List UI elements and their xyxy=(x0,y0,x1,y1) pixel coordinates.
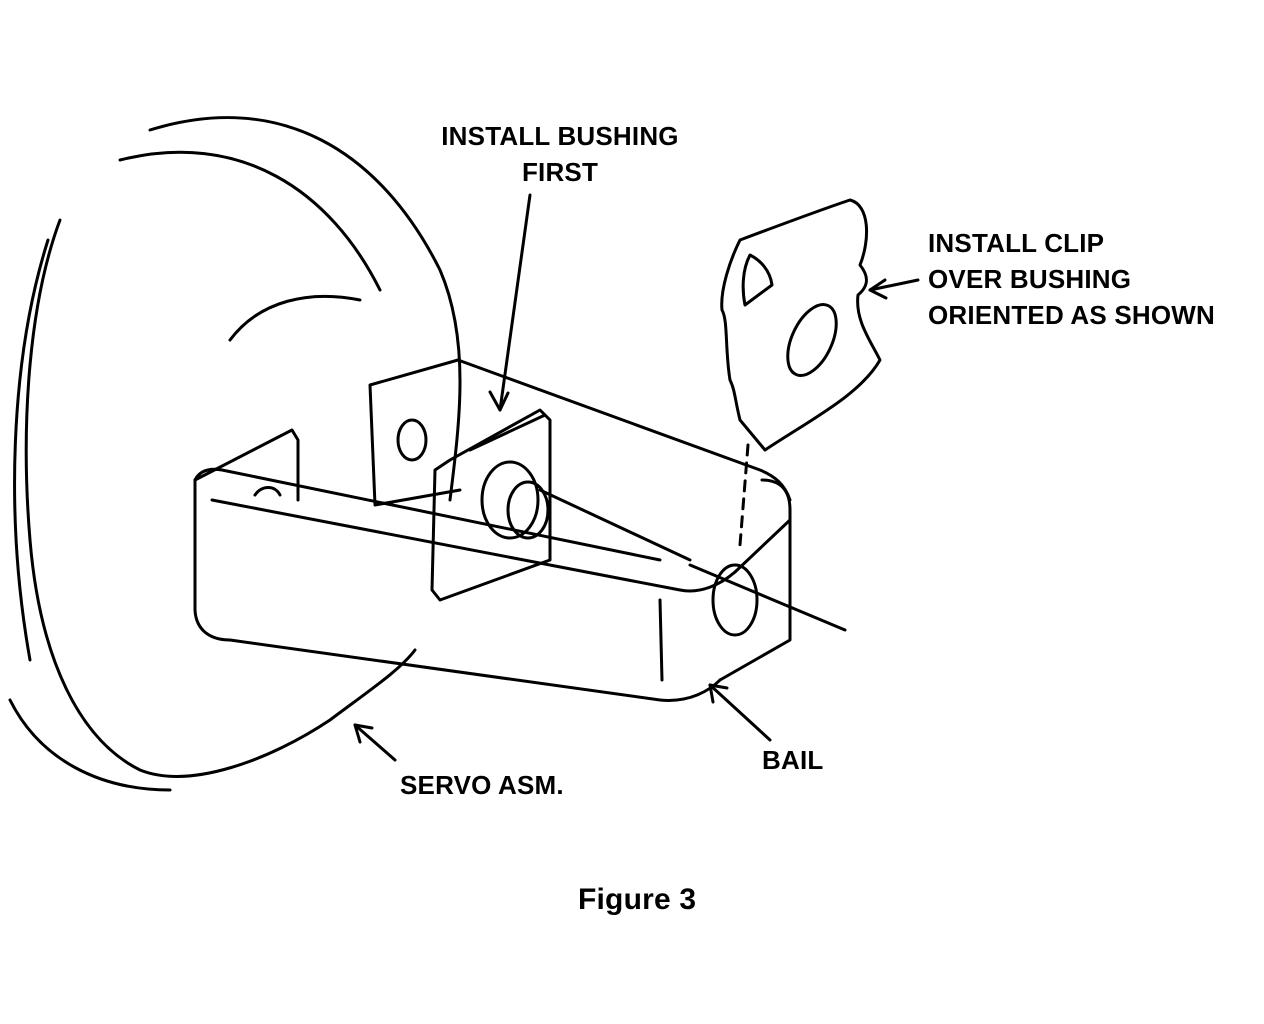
arrow-bushing xyxy=(498,193,532,412)
servo-assembly xyxy=(8,116,462,792)
arrow-servo xyxy=(353,723,397,762)
label-install-bushing: INSTALL BUSHING FIRST xyxy=(400,118,720,190)
clip xyxy=(720,198,882,452)
label-install-clip: INSTALL CLIP OVER BUSHING ORIENTED AS SH… xyxy=(928,225,1215,333)
bushing xyxy=(430,408,692,602)
label-install-clip-line2: OVER BUSHING xyxy=(928,264,1132,294)
arrow-clip xyxy=(868,278,920,292)
leader-arrows xyxy=(353,193,920,762)
label-bail: BAIL xyxy=(762,745,824,775)
bail-bracket xyxy=(193,358,792,702)
arrow-bail xyxy=(708,683,772,742)
label-install-bushing-line2: FIRST xyxy=(521,157,599,187)
label-install-bushing-line1: INSTALL BUSHING xyxy=(441,121,679,151)
label-install-clip-line1: INSTALL CLIP xyxy=(928,228,1105,258)
label-servo-asm: SERVO ASM. xyxy=(400,770,564,800)
label-install-clip-line3: ORIENTED AS SHOWN xyxy=(928,300,1216,330)
shaft-axis-line xyxy=(688,563,847,632)
figure-caption: Figure 3 xyxy=(578,883,697,916)
alignment-dashed-line xyxy=(738,443,750,547)
